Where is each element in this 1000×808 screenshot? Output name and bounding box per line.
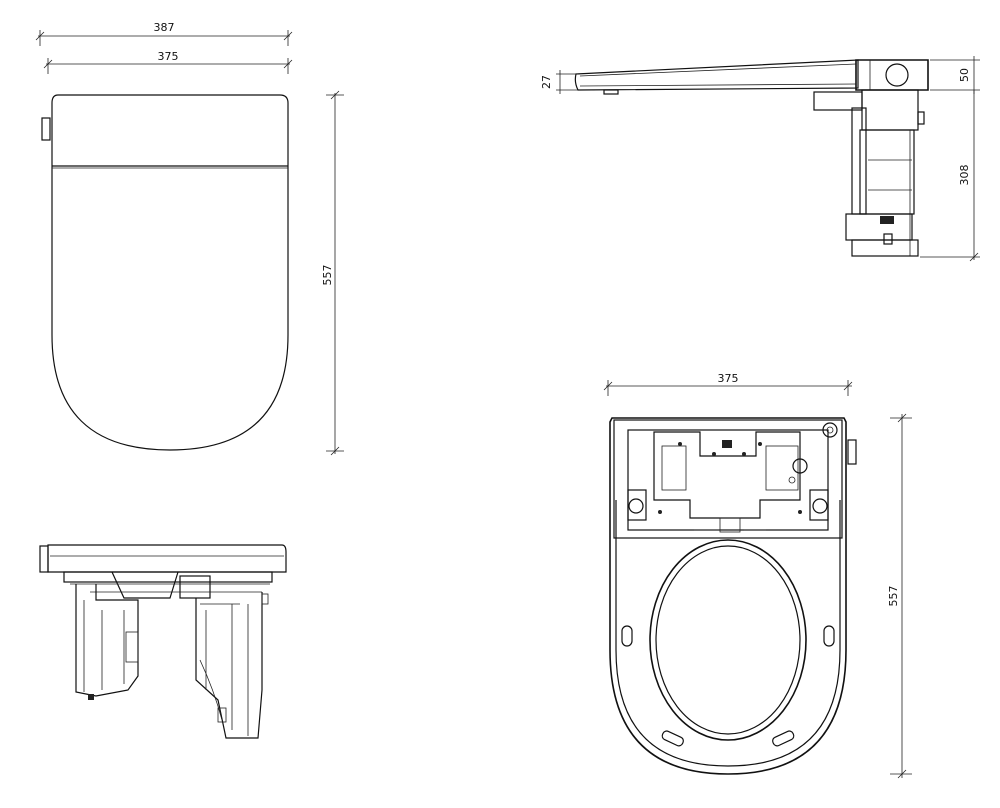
dim-label-308: 308 [958,165,971,186]
dimension-387: 387 [35,21,293,46]
top-view: 387 375 557 [35,21,344,456]
seat-top-outline [51,94,289,451]
dimension-27: 27 [540,70,578,94]
dim-label-375-bottom: 375 [718,372,739,385]
dimension-50: 50 [930,56,980,94]
dim-label-50: 50 [958,68,971,82]
dim-label-27: 27 [540,75,553,89]
dim-label-557-left: 557 [321,265,334,286]
seat-underside-outline [609,417,847,775]
dimension-557-left: 557 [321,90,344,456]
front-view [39,544,287,739]
dimension-375-top: 375 [43,50,293,74]
side-button-shape [41,117,51,141]
dim-label-557-right: 557 [887,586,900,607]
side-view: 27 50 308 [540,56,980,262]
dim-label-387: 387 [154,21,175,34]
underside-view: 375 [603,372,912,779]
dimension-375-bottom: 375 [603,372,853,396]
dimension-557-right: 557 [887,413,912,779]
dim-label-375-top: 375 [158,50,179,63]
dimension-308: 308 [920,90,980,262]
